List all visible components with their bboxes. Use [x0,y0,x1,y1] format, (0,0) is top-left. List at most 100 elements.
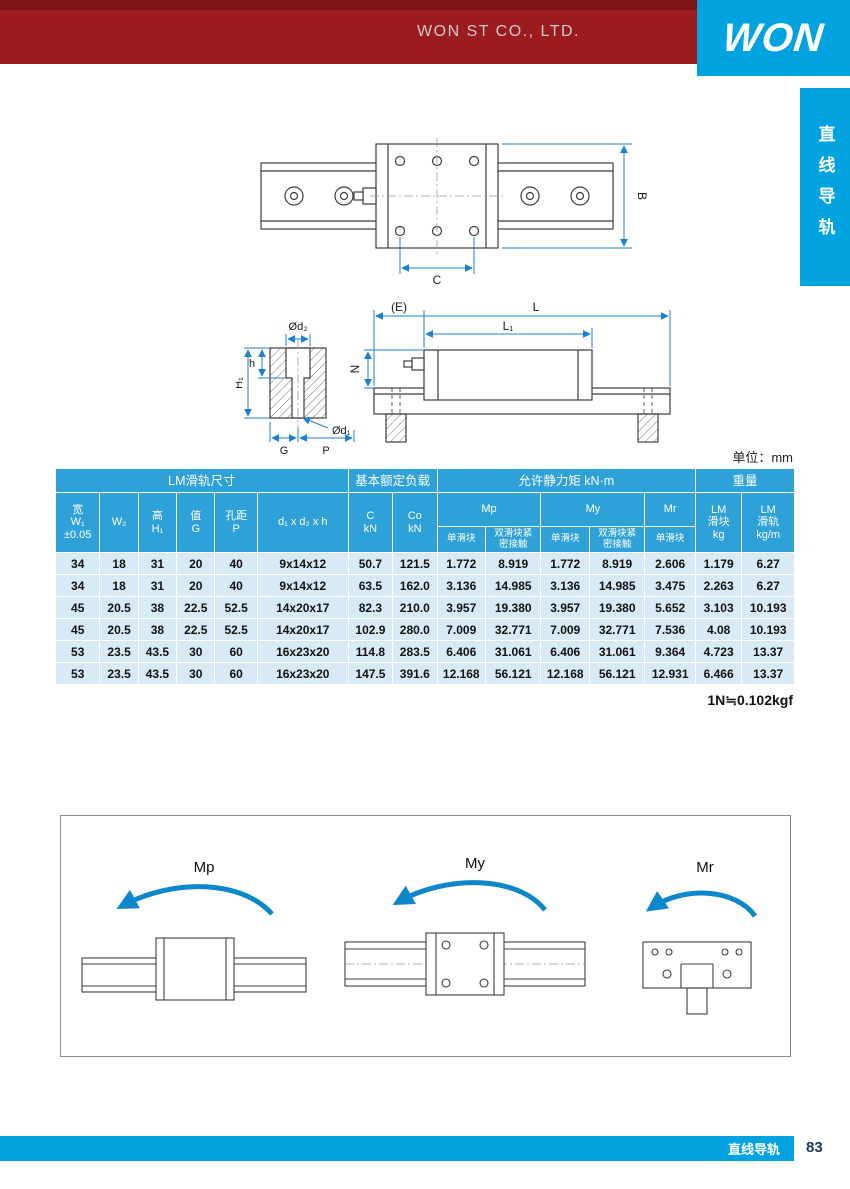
table-cell: 14x20x17 [256,618,349,641]
col-header-mp: Mp [436,492,542,527]
table-cell: 20.5 [99,618,139,641]
dim-label-d2: Ød₂ [289,321,308,333]
dim-label-h: h [249,358,255,370]
dim-label-e: (E) [391,300,407,314]
table-cell: 121.5 [392,552,438,575]
dim-label-l: L [533,300,540,314]
moment-label-mr: Mr [696,859,714,876]
table-cell: 18 [99,552,139,575]
table-cell: 14x20x17 [256,596,349,619]
unit-note: 单位：mm [732,450,793,465]
table-cell: 22.5 [176,618,216,641]
table-cell: 18 [99,574,139,597]
table-cell: 60 [214,640,258,663]
dim-label-g: G [280,445,289,457]
table-cell: 31.061 [484,640,542,663]
col-header-mr: Mr [644,492,696,527]
table-cell: 3.957 [436,596,486,619]
elevation-dimensions [364,310,671,389]
table-cell: 3.957 [540,596,590,619]
col-header-my: My [540,492,646,527]
dim-label-d1: Ød₁ [332,425,351,437]
section-elevation-drawing: Ød₂ h H₁ Ød₁ G P [236,300,671,457]
table-cell: 20.5 [99,596,139,619]
dimension-lines [399,143,632,274]
table-cell: 56.121 [484,662,542,685]
dim-label-h1: H₁ [236,377,245,389]
spec-table-wrap: LM滑轨尺寸 基本额定负载 允许静力矩 kN·m 重量 宽 W₁ ±0.05 W… [54,468,796,685]
table-cell: 30 [176,662,216,685]
dim-label-n: N [348,365,362,374]
moment-label-mp: Mp [194,859,215,876]
group-header-moment: 允许静力矩 kN·m [436,468,696,493]
table-cell: 1.179 [694,552,743,575]
footer-bar: 直线导轨 [0,1136,794,1161]
col-header-c: C kN [347,492,394,553]
moment-diagram-mr: Mr [642,859,757,1015]
table-cell: 10.193 [741,596,795,619]
table-cell: 391.6 [392,662,438,685]
table-cell: 19.380 [484,596,542,619]
table-cell: 280.0 [392,618,438,641]
table-cell: 31 [137,574,178,597]
sub-header-single: 单滑块 [436,526,486,553]
col-header-p: 孔距 P [214,492,258,553]
table-cell: 4.08 [694,618,743,641]
table-cell: 60 [214,662,258,685]
table-cell: 9.364 [644,640,696,663]
table-cell: 6.406 [540,640,590,663]
table-cell: 38 [137,618,178,641]
table-cell: 52.5 [214,618,258,641]
table-cell: 53 [54,640,101,663]
header-bar [0,0,697,64]
table-cell: 43.5 [137,640,178,663]
dim-label-b: B [635,192,648,200]
table-cell: 1.772 [540,552,590,575]
page-number: 83 [806,1139,823,1156]
conversion-note: 1N≒0.102kgf [707,692,793,708]
table-cell: 32.771 [484,618,542,641]
my-arrow [392,880,548,912]
table-cell: 40 [214,552,258,575]
mp-arrow [116,884,275,916]
table-cell: 6.27 [741,552,795,575]
table-cell: 45 [54,618,101,641]
table-cell: 8.919 [484,552,542,575]
table-cell: 16x23x20 [256,662,349,685]
sub-header-single: 单滑块 [540,526,590,553]
table-cell: 20 [176,574,216,597]
table-cell: 3.475 [644,574,696,597]
table-cell: 31.061 [588,640,646,663]
brand-logo: WON [697,0,850,76]
dim-label-l1: L₁ [503,319,514,333]
table-cell: 7.536 [644,618,696,641]
col-header-g: 值 G [176,492,216,553]
table-cell: 34 [54,552,101,575]
table-cell: 13.37 [741,640,795,663]
table-cell: 45 [54,596,101,619]
sub-header-double: 双滑块紧 密接触 [588,526,646,553]
moment-diagram-mp: Mp [81,859,307,1001]
moment-diagrams-box: Mp My [60,815,791,1057]
table-cell: 56.121 [588,662,646,685]
table-cell: 8.919 [588,552,646,575]
group-header-weight: 重量 [694,468,796,493]
mr-arrow [645,890,757,918]
brand-logo-text: WON [720,15,827,60]
table-cell: 283.5 [392,640,438,663]
table-cell: 30 [176,640,216,663]
centerlines [370,138,504,254]
table-cell: 6.466 [694,662,743,685]
table-cell: 3.136 [540,574,590,597]
col-header-w1: 宽 W₁ ±0.05 [54,492,101,553]
table-cell: 40 [214,574,258,597]
col-header-lm-rail: LM 滑轨 kg/m [741,492,795,553]
group-header-load: 基本额定负载 [347,468,438,493]
moment-diagram-my: My [344,855,587,996]
sub-header-single: 单滑块 [644,526,696,553]
